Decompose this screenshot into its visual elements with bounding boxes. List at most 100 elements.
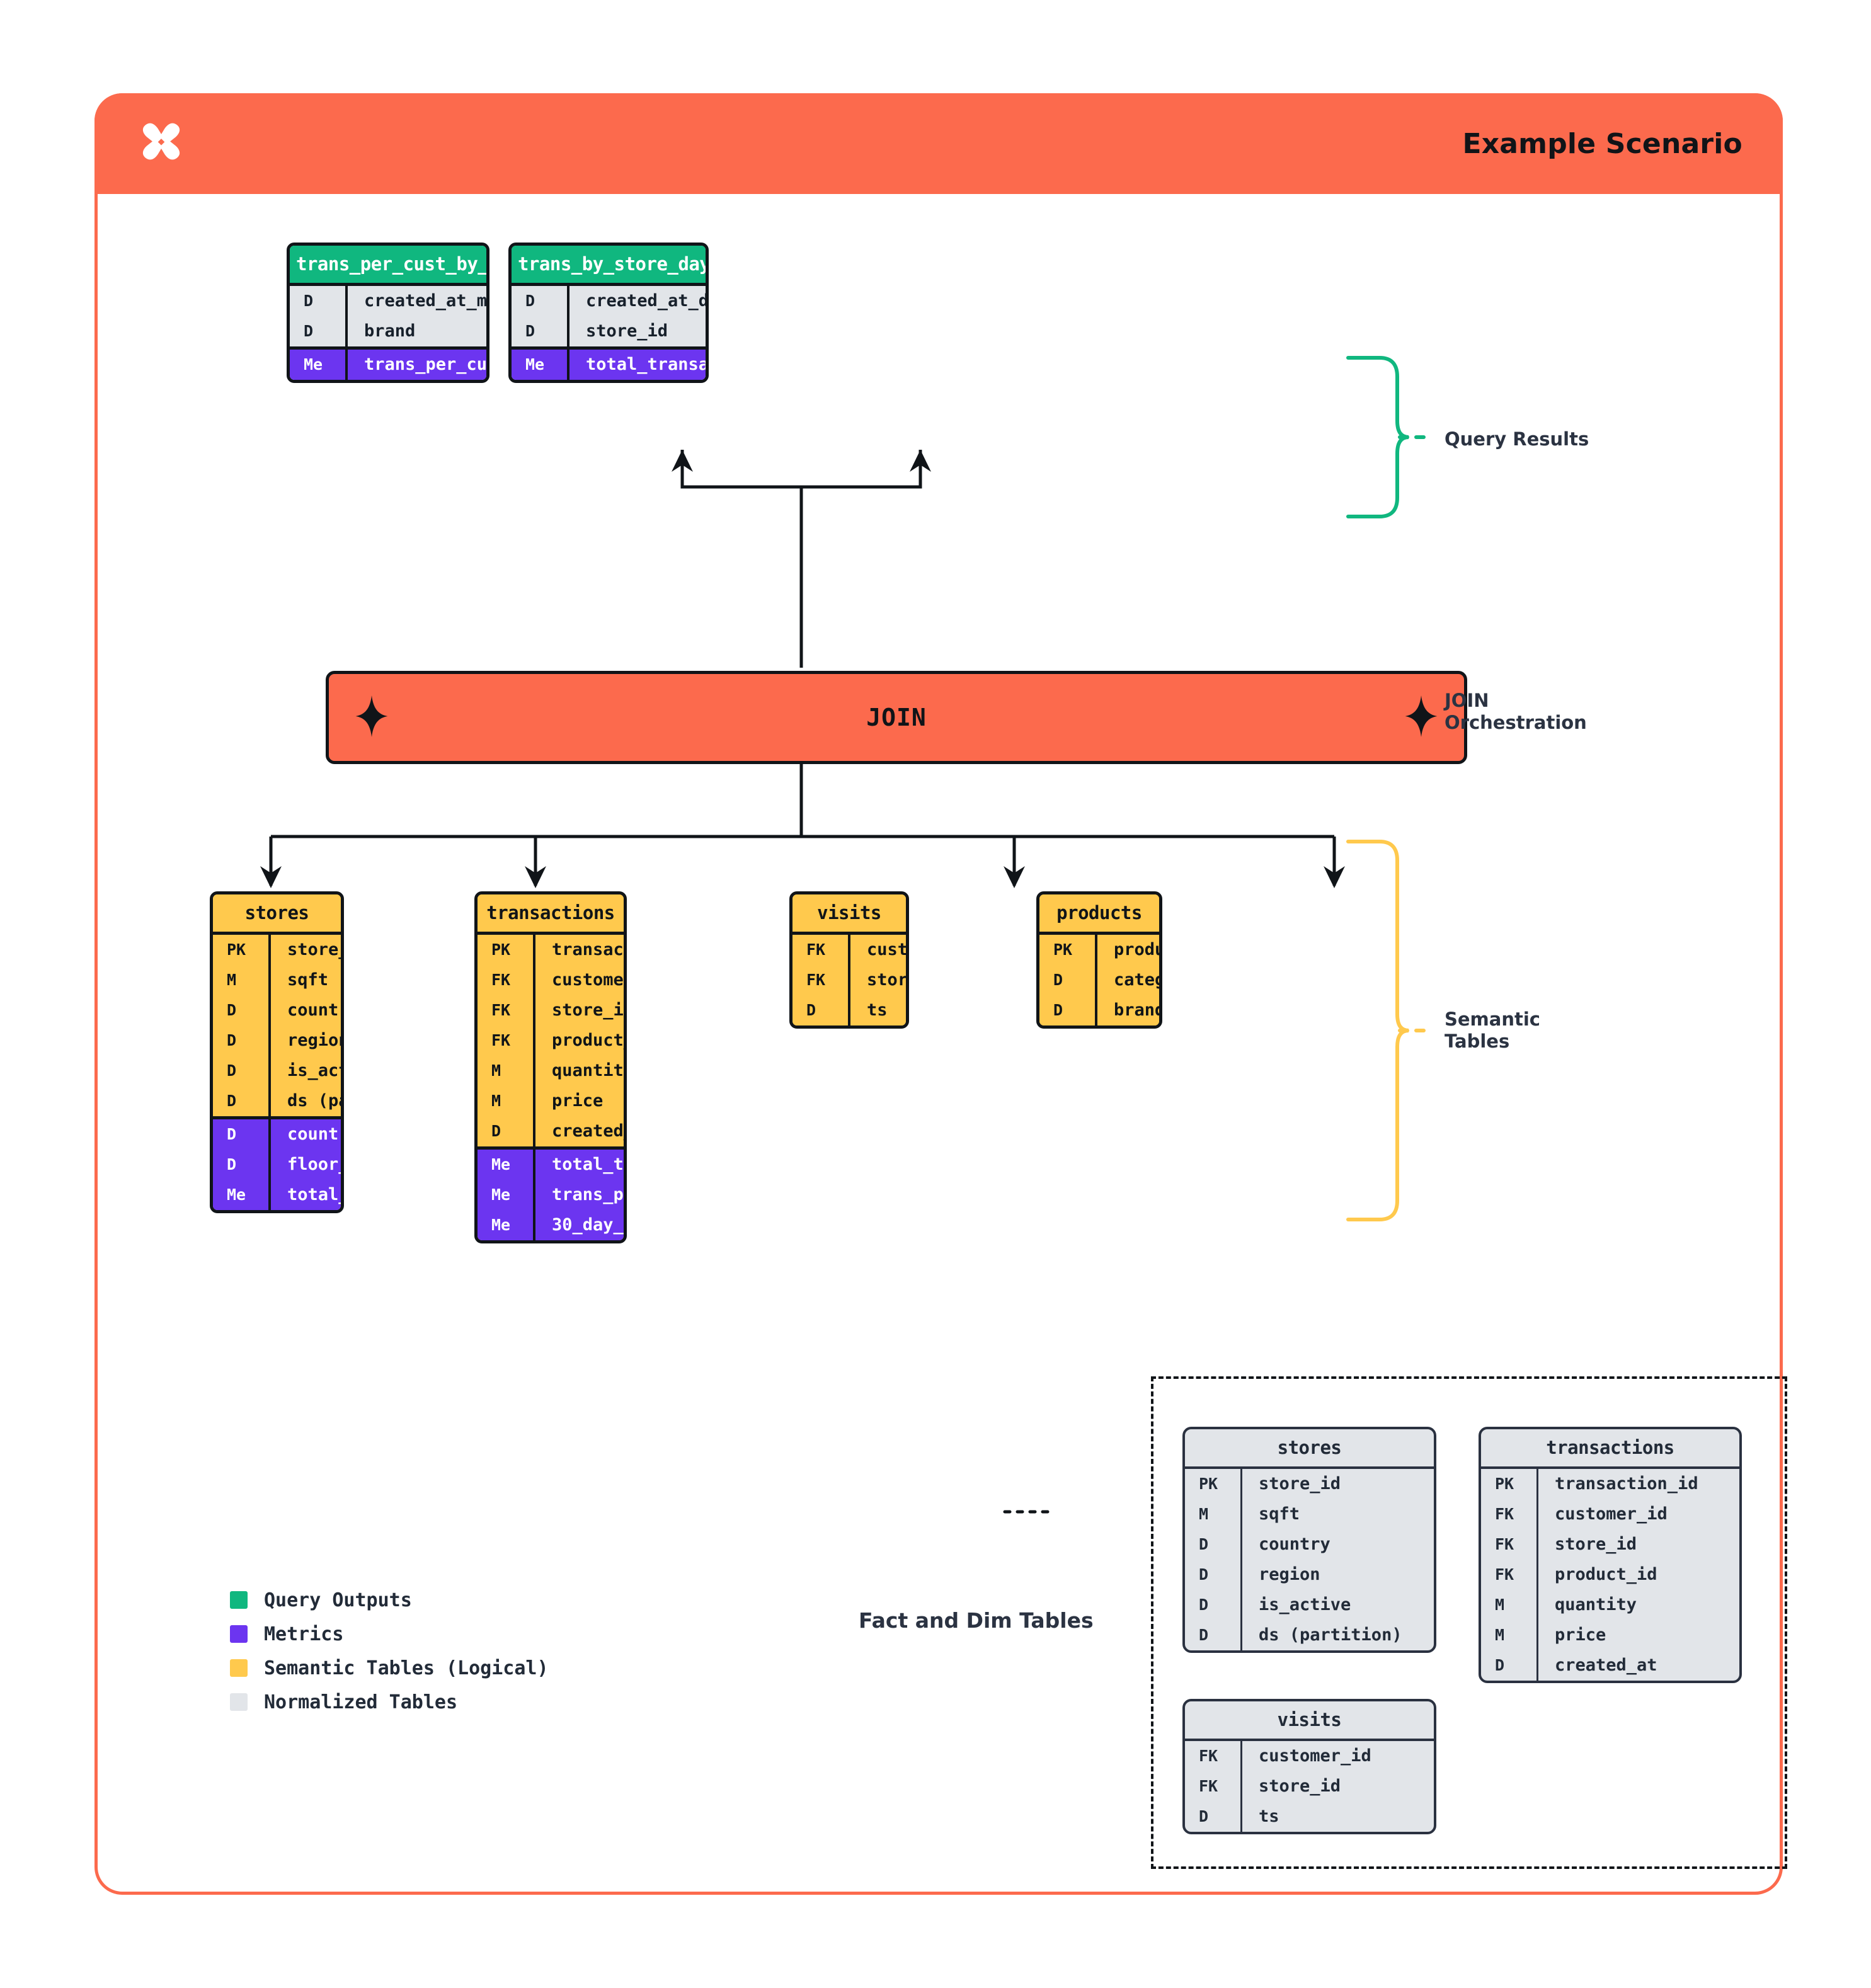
annotation-label-line1: JOIN [1445, 690, 1489, 711]
table-row[interactable]: FK store_id [1481, 1529, 1739, 1560]
table-row[interactable]: D brand [290, 316, 486, 346]
row-key: PK [1199, 1475, 1218, 1493]
table-row[interactable]: D store_id [512, 316, 706, 346]
query-result-table-2[interactable]: trans_by_store_day D created_at_day D st… [508, 243, 709, 383]
join-label: JOIN [866, 704, 927, 731]
table-row[interactable]: Dds (partition) [213, 1086, 341, 1116]
row-key: D [525, 292, 535, 310]
row-field: quantity [1536, 1590, 1739, 1620]
table-row[interactable]: D created_at_month [290, 286, 486, 316]
row-key: FK [1495, 1535, 1514, 1553]
row-key: D [227, 1031, 237, 1049]
row-field: product_id [1095, 935, 1159, 965]
row-field: country [1240, 1529, 1434, 1560]
table-title: trans_by_store_day [512, 246, 706, 283]
table-title: products [1039, 894, 1159, 932]
x-star-logo-icon [134, 116, 189, 171]
row-field: store_id [268, 935, 341, 965]
table-row[interactable]: Dis_active [213, 1056, 341, 1086]
row-key: D [1199, 1565, 1209, 1584]
table-row[interactable]: PKproduct_id [1039, 935, 1159, 965]
table-row[interactable]: Me total_transactions [512, 350, 706, 380]
row-key: D [806, 1001, 816, 1019]
row-key: FK [491, 1031, 511, 1049]
row-field: customer_id [1240, 1741, 1434, 1771]
metric-rows: Me trans_per_cust [290, 346, 486, 380]
row-field: floor_size [268, 1150, 341, 1180]
legend-swatch-green [230, 1591, 248, 1609]
card-header: Example Scenario [94, 93, 1783, 194]
query-result-table-1[interactable]: trans_per_cust_by_brand_month D created_… [287, 243, 489, 383]
row-key: PK [491, 940, 511, 959]
row-key: M [1495, 1596, 1505, 1614]
row-key: D [1053, 971, 1063, 989]
table-row[interactable]: D created_at_day [512, 286, 706, 316]
row-key: D [227, 1001, 237, 1019]
join-orchestration-bar[interactable]: JOIN [326, 671, 1467, 764]
row-field: sqft [1240, 1499, 1434, 1529]
legend-item-semantic-tables: Semantic Tables (Logical) [230, 1651, 549, 1685]
row-key: FK [491, 971, 511, 989]
row-key: D [227, 1125, 237, 1143]
legend-swatch-purple [230, 1625, 248, 1643]
row-field: product_id [1536, 1560, 1739, 1590]
row-field: store_id [1536, 1529, 1739, 1560]
annotation-label: Fact and Dim Tables [859, 1608, 1094, 1633]
row-key: FK [1495, 1505, 1514, 1523]
row-field: total_stores [268, 1180, 341, 1210]
table-row[interactable]: Me trans_per_cust [290, 350, 486, 380]
row-key: D [525, 322, 535, 340]
table-row[interactable]: Dcategory [1039, 965, 1159, 995]
row-field: store_id [567, 316, 706, 346]
table-title: trans_per_cust_by_brand_month [290, 246, 486, 283]
row-key: D [227, 1092, 237, 1110]
